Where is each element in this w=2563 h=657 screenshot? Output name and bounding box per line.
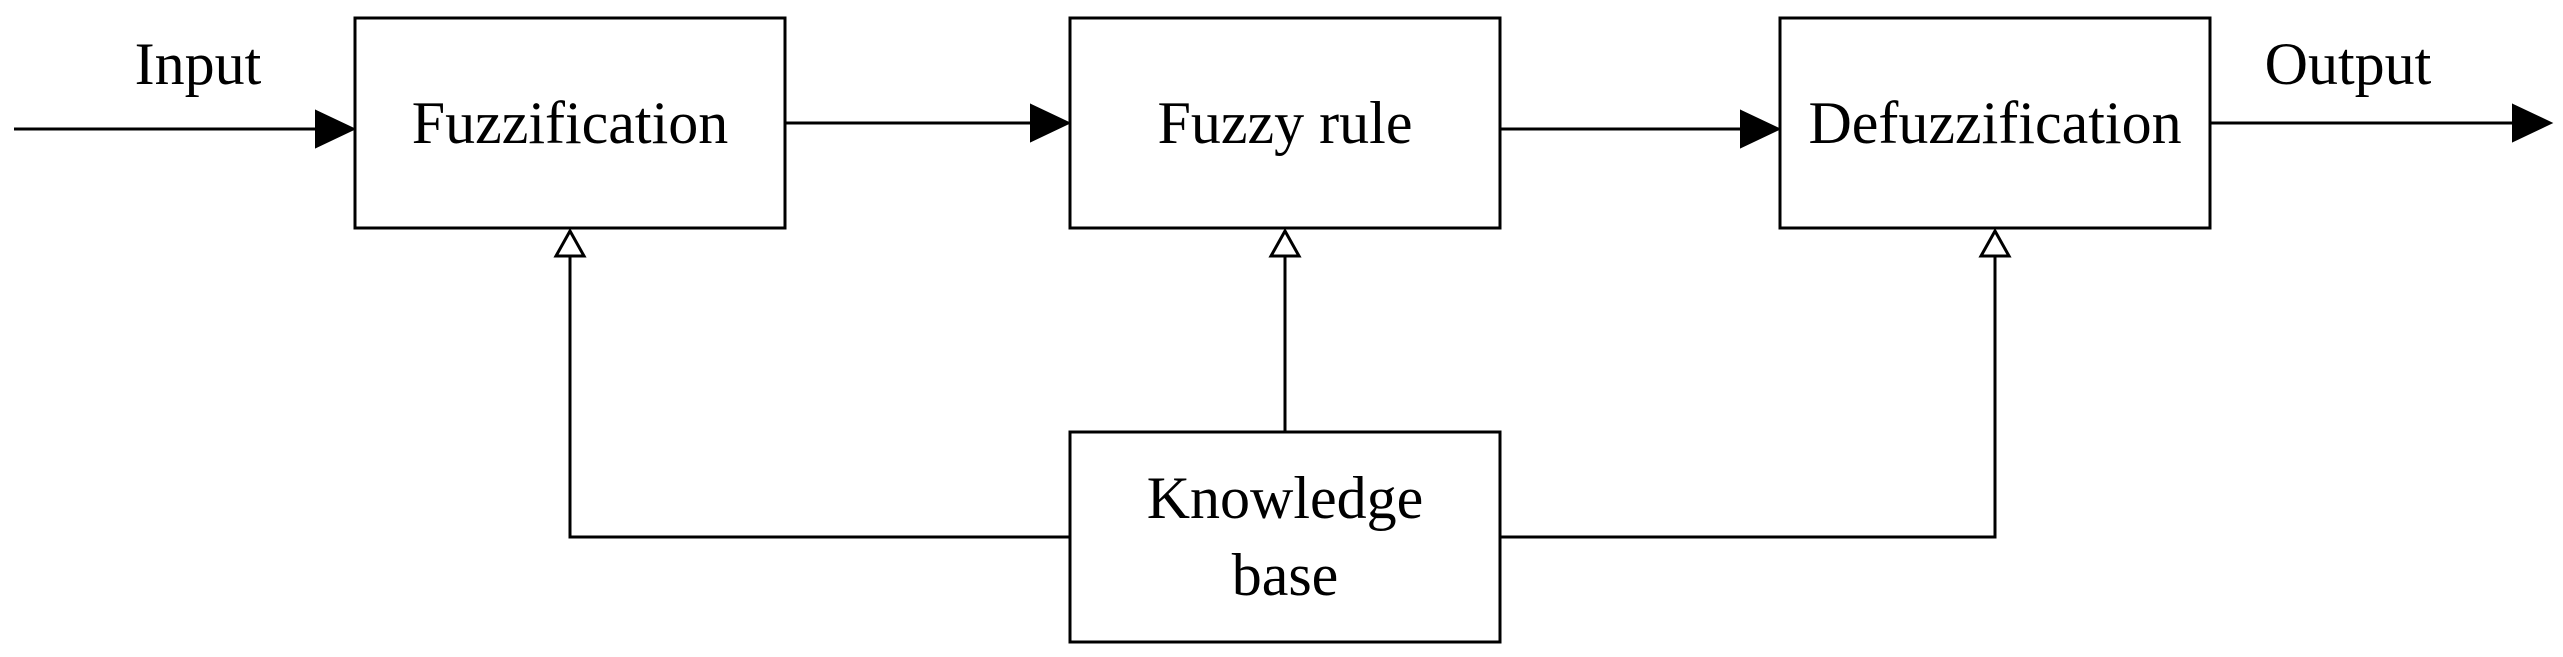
input-label: Input bbox=[135, 31, 262, 97]
knowledge-base-label-line2: base bbox=[1232, 542, 1339, 608]
fuzzy-rule-label: Fuzzy rule bbox=[1158, 90, 1413, 156]
defuzzification-label: Defuzzification bbox=[1808, 90, 2181, 156]
connector-kb-to-fuzzy-rule bbox=[1268, 227, 1302, 432]
defuzzification-block: Defuzzification bbox=[1778, 16, 2212, 230]
knowledge-base-block: Knowledge base bbox=[1068, 430, 1502, 644]
fuzzy-rule-block: Fuzzy rule bbox=[1068, 16, 1502, 230]
input-arrow bbox=[14, 109, 357, 149]
connector-kb-to-defuzzification bbox=[1500, 227, 2012, 539]
knowledge-base-label-line1: Knowledge bbox=[1147, 465, 1424, 531]
defuzzification-box bbox=[1778, 16, 2212, 230]
connector-kb-to-fuzzification bbox=[553, 227, 1070, 539]
output-label: Output bbox=[2265, 31, 2432, 97]
fuzzy-rule-box bbox=[1068, 16, 1502, 230]
fuzzification-label: Fuzzification bbox=[412, 90, 729, 156]
output-arrow bbox=[2210, 103, 2554, 143]
arrow-rule-to-defuzzification bbox=[1500, 109, 1782, 149]
arrow-fuzzification-to-rule bbox=[785, 103, 1072, 143]
fuzzification-block: Fuzzification bbox=[353, 16, 787, 230]
knowledge-base-box bbox=[1068, 430, 1502, 644]
